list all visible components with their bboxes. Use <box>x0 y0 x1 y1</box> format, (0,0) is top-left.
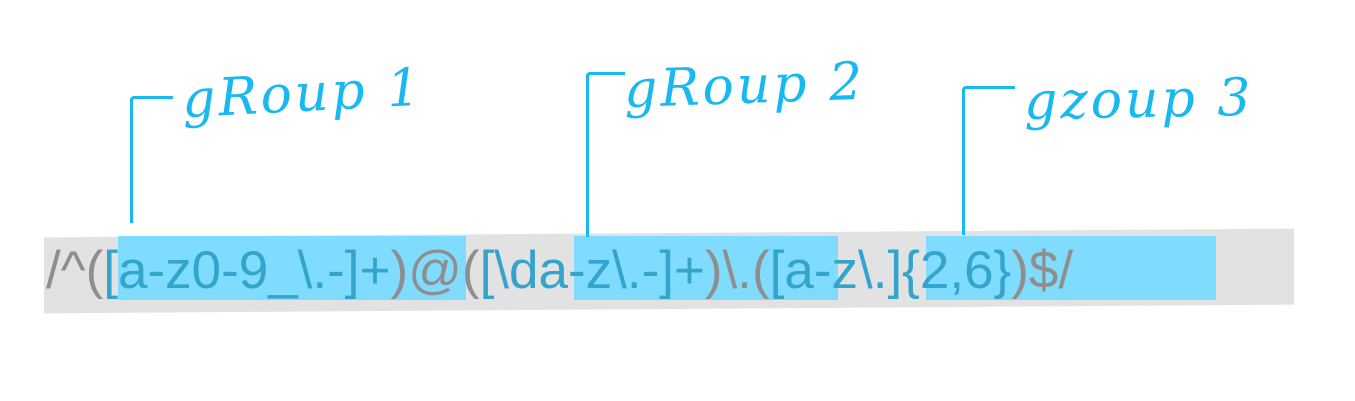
regex-group-2: [\da-z\.-]+ <box>479 241 705 300</box>
regex-separator-2: )\.( <box>704 241 770 300</box>
group-1-highlight <box>118 236 466 300</box>
group-2-label: gRoup 2 <box>623 51 867 121</box>
group-3-label: gzoup 3 <box>1023 68 1254 132</box>
regex-separator-1: )@( <box>390 241 480 300</box>
regex-suffix: )$/ <box>1011 241 1074 300</box>
group-2-bracket <box>586 72 625 237</box>
regex-prefix: /^( <box>46 241 104 300</box>
group-2-highlight <box>574 236 838 300</box>
regex-group-3: [a-z\.]{2,6} <box>769 241 1012 300</box>
group-3-highlight <box>926 236 1216 300</box>
group-1-label: gRoup 1 <box>180 57 425 131</box>
group-3-bracket <box>962 86 1015 235</box>
group-1-bracket <box>130 96 173 223</box>
regex-expression: /^([a-z0-9_\.-]+)@([\da-z\.-]+)\.([a-z\.… <box>46 231 1073 311</box>
regex-group-1: [a-z0-9_\.-]+ <box>103 241 391 300</box>
